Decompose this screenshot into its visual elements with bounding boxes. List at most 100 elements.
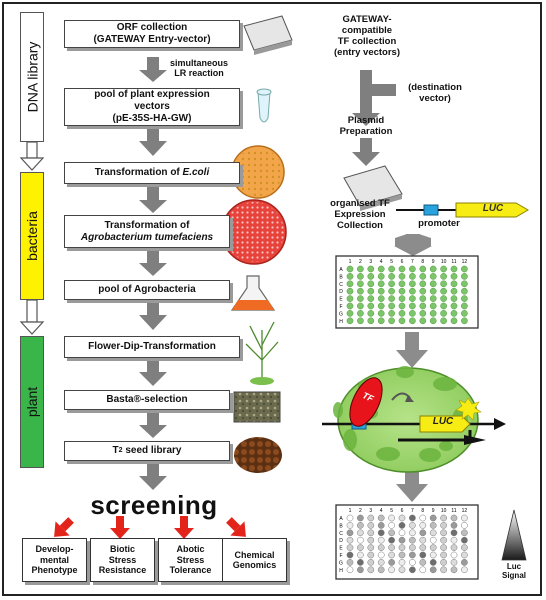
plate-well bbox=[377, 287, 385, 295]
plate-well bbox=[450, 280, 458, 288]
plate-well bbox=[461, 310, 468, 317]
plate-well bbox=[357, 522, 364, 529]
plate-well bbox=[398, 536, 406, 544]
luc-signal-gradient bbox=[501, 509, 527, 561]
plate-well bbox=[409, 522, 416, 529]
cell-luc-gene bbox=[419, 415, 471, 433]
tf-protein bbox=[349, 377, 383, 427]
plate-well bbox=[388, 551, 395, 559]
plate-well bbox=[367, 265, 375, 273]
gateway-connector-arrows bbox=[352, 70, 396, 166]
plate-row-label: B bbox=[339, 274, 343, 280]
plate-well bbox=[388, 302, 395, 310]
plate-well bbox=[367, 551, 375, 559]
side-down-arrow-1 bbox=[19, 141, 45, 171]
plate-well bbox=[461, 287, 468, 295]
plate-well bbox=[377, 551, 385, 559]
plate-well bbox=[440, 273, 447, 280]
plate-well bbox=[440, 317, 447, 325]
plate-well bbox=[409, 559, 416, 566]
plate-well bbox=[461, 544, 468, 551]
plate-well bbox=[388, 280, 395, 288]
plate-well bbox=[346, 310, 354, 317]
plate-well bbox=[429, 273, 437, 280]
plate-well bbox=[419, 265, 427, 273]
organised-line3: Collection bbox=[337, 220, 383, 231]
plate-well bbox=[409, 280, 416, 288]
plate-well bbox=[367, 529, 375, 537]
plate-well bbox=[388, 566, 395, 574]
plate-well bbox=[461, 273, 468, 280]
plate-well bbox=[388, 287, 395, 295]
plate-well bbox=[429, 302, 437, 310]
plate-well bbox=[398, 544, 406, 551]
outcome-4-line1: Chemical bbox=[234, 549, 275, 560]
flow-arrow-8 bbox=[139, 463, 167, 490]
luc-label-cell: LUC bbox=[432, 416, 454, 427]
plate-well bbox=[346, 536, 354, 544]
luc-signal-label: Luc Signal bbox=[496, 562, 532, 580]
plate-well bbox=[429, 265, 437, 273]
seed-pile-illustration bbox=[234, 437, 282, 473]
plate-well bbox=[450, 536, 458, 544]
plate-well bbox=[367, 287, 375, 295]
plate-well bbox=[346, 295, 354, 302]
plate-well bbox=[398, 559, 406, 566]
plate-well bbox=[377, 317, 385, 325]
basta-selection-tray bbox=[233, 391, 281, 423]
plate-well bbox=[357, 566, 364, 574]
plate-well bbox=[450, 551, 458, 559]
screen-arrow-4 bbox=[226, 517, 246, 537]
plate-well bbox=[377, 310, 385, 317]
plate-well bbox=[346, 287, 354, 295]
screening-title: screening bbox=[90, 490, 218, 520]
plate-well bbox=[388, 295, 395, 302]
plate-well bbox=[377, 514, 385, 522]
plate-well bbox=[398, 265, 406, 273]
plate-well bbox=[346, 265, 354, 273]
plate-well bbox=[409, 536, 416, 544]
plate-row-label: D bbox=[339, 289, 343, 295]
plate-well bbox=[450, 522, 458, 529]
plate-well bbox=[409, 310, 416, 317]
plate-well bbox=[450, 544, 458, 551]
step-basta-label: Basta®-selection bbox=[106, 394, 188, 405]
destination-line1: (destination bbox=[408, 82, 462, 93]
plate-well bbox=[367, 302, 375, 310]
plate-well bbox=[409, 295, 416, 302]
step-ecoli-prefix: Transformation of bbox=[94, 167, 183, 178]
plate-well bbox=[461, 536, 468, 544]
plate-well bbox=[357, 536, 364, 544]
step-flower-dip-label: Flower-Dip-Transformation bbox=[88, 341, 216, 352]
plate-well bbox=[450, 287, 458, 295]
plate-well bbox=[419, 287, 427, 295]
plate-well bbox=[357, 310, 364, 317]
plate-well bbox=[346, 302, 354, 310]
side-label-bacteria: bacteria bbox=[20, 172, 44, 300]
lr-note-line1: simultaneous bbox=[169, 58, 228, 68]
plate-well bbox=[367, 544, 375, 551]
plate-well bbox=[346, 280, 354, 288]
plate-well bbox=[409, 566, 416, 574]
outcome-2-line3: Resistance bbox=[98, 565, 147, 576]
plate-well bbox=[377, 302, 385, 310]
plate-well bbox=[377, 265, 385, 273]
plate-well bbox=[398, 317, 406, 325]
plate-well bbox=[461, 529, 468, 537]
plate-well bbox=[440, 566, 447, 574]
step-pool-agrobacteria: pool of Agrobacteria bbox=[64, 280, 230, 300]
plate-well bbox=[440, 536, 447, 544]
plate-well bbox=[357, 302, 364, 310]
plate-column-label: 10 bbox=[441, 508, 447, 514]
plate-column-label: 8 bbox=[421, 508, 424, 514]
plate-well bbox=[388, 522, 395, 529]
plate-well bbox=[367, 522, 375, 529]
plate-well bbox=[409, 317, 416, 325]
flow-arrow-1 bbox=[139, 57, 167, 82]
plate-well bbox=[367, 514, 375, 522]
plate-column-label: 9 bbox=[432, 259, 435, 265]
plate-well bbox=[388, 317, 395, 325]
lr-reaction-note: simultaneous LR reaction bbox=[164, 58, 234, 78]
outcome-2-line2: Stress bbox=[108, 554, 137, 565]
